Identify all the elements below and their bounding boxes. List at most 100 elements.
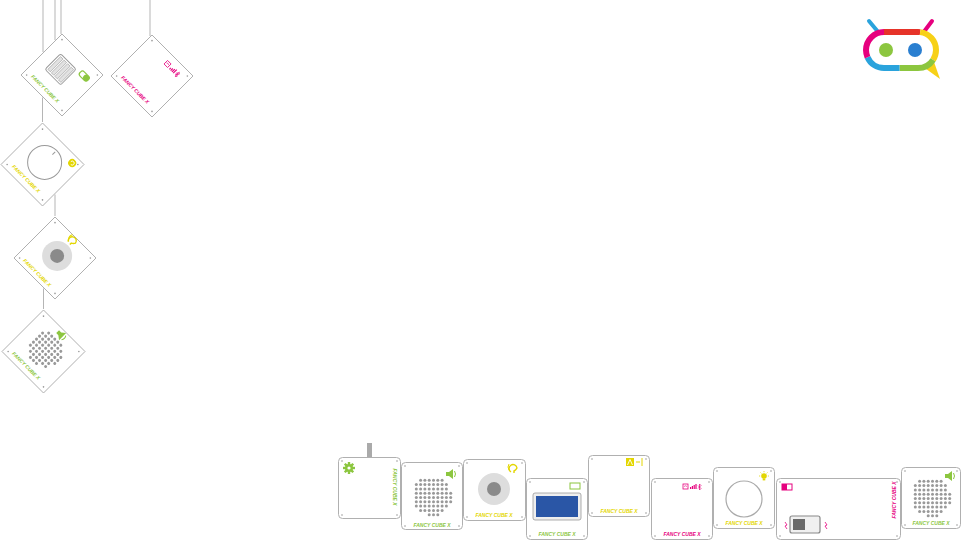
cube-outline xyxy=(402,463,463,530)
speaker-hole xyxy=(935,493,938,496)
speaker-hole xyxy=(40,343,44,347)
module-label: FANCY CUBE X xyxy=(600,509,637,514)
speaker-hole xyxy=(423,496,426,499)
cube-face xyxy=(654,481,710,537)
speaker-hole xyxy=(944,497,947,500)
speaker-hole xyxy=(927,510,930,513)
speaker-hole xyxy=(931,488,934,491)
screw-dot xyxy=(583,535,585,537)
speaker-hole xyxy=(415,500,418,503)
sound-wave xyxy=(62,336,67,341)
speaker-hole xyxy=(428,500,431,503)
screw-dot xyxy=(956,470,958,472)
sound-wave xyxy=(455,471,456,477)
screw-dot xyxy=(904,470,906,472)
speaker-hole xyxy=(415,492,418,495)
screw-dot xyxy=(151,40,153,42)
speaker-hole xyxy=(37,358,41,362)
screw-dot xyxy=(654,535,656,537)
speaker-hole xyxy=(44,346,48,350)
screw-dot xyxy=(19,257,21,259)
cube-outline xyxy=(21,34,103,116)
signal-bar xyxy=(173,69,177,73)
ear-wave xyxy=(68,234,73,239)
speaker-hole xyxy=(37,352,41,356)
button-cap xyxy=(47,246,67,266)
speaker-hole xyxy=(931,514,934,517)
speaker-hole xyxy=(922,484,925,487)
speaker-hole xyxy=(931,480,934,483)
speaker-hole xyxy=(419,479,422,482)
module-label: FANCY CUBE X xyxy=(725,521,762,526)
screw-dot xyxy=(716,524,718,526)
bulb-ray xyxy=(764,471,765,472)
cube-face xyxy=(26,39,99,112)
speaker-hole xyxy=(37,346,41,350)
speaker-hole xyxy=(436,487,439,490)
logo-ring xyxy=(866,32,936,68)
led-ring xyxy=(726,481,762,517)
cube-face xyxy=(7,313,82,388)
screw-dot xyxy=(41,199,43,201)
speaker-hole xyxy=(31,358,35,362)
speaker-hole xyxy=(419,509,422,512)
speaker-hole xyxy=(940,488,943,491)
speaker-hole xyxy=(918,501,921,504)
speaker-hole xyxy=(449,500,452,503)
module-box: FANCY CUBE X xyxy=(526,478,588,540)
speaker-hole xyxy=(423,509,426,512)
speaker-hole xyxy=(432,500,435,503)
button-ring xyxy=(478,473,510,505)
module-diamond: FANCY CUBE X xyxy=(110,34,194,118)
screw-dot xyxy=(42,315,44,317)
speaker-hole xyxy=(47,331,51,335)
speaker-hole xyxy=(47,361,51,365)
speaker-hole xyxy=(428,487,431,490)
module-box: FANCY CUBE X xyxy=(588,455,650,517)
speaker-hole xyxy=(419,487,422,490)
speaker-hole xyxy=(34,355,38,359)
speaker-hole xyxy=(47,349,51,353)
screw-dot xyxy=(645,512,647,514)
wifi-arc xyxy=(166,62,169,65)
speaker-hole xyxy=(935,484,938,487)
speaker-hole xyxy=(441,492,444,495)
screw-dot xyxy=(396,514,398,516)
screw-dot xyxy=(956,524,958,526)
speaker-hole xyxy=(47,337,51,341)
speaker-hole xyxy=(50,352,54,356)
logo-eye xyxy=(908,43,922,57)
speaker-hole xyxy=(922,501,925,504)
speaker-hole xyxy=(53,337,57,341)
cube-face xyxy=(404,465,460,527)
speaker-hole xyxy=(428,509,431,512)
switch-body xyxy=(790,516,820,533)
speaker-hole xyxy=(927,501,930,504)
speaker-hole xyxy=(34,337,38,341)
screw-dot xyxy=(779,535,781,537)
cube-outline xyxy=(714,468,775,529)
speaker-hole xyxy=(931,493,934,496)
speaker-hole xyxy=(28,355,32,359)
speaker-hole xyxy=(445,483,448,486)
speaker-icon xyxy=(54,328,66,340)
module-box: FANCY CUBE X xyxy=(338,457,401,519)
speaker-hole xyxy=(918,484,921,487)
speaker-hole xyxy=(28,343,32,347)
lcd-frame xyxy=(533,493,581,520)
speaker-hole xyxy=(935,514,938,517)
screw-dot xyxy=(458,465,460,467)
screw-dot xyxy=(186,75,188,77)
lcd-icon xyxy=(570,483,580,489)
speaker-hole xyxy=(50,334,54,338)
speaker-hole xyxy=(931,506,934,509)
screw-dot xyxy=(896,535,898,537)
wifi-box xyxy=(683,484,688,489)
battery-level xyxy=(82,74,90,82)
speaker-hole xyxy=(441,505,444,508)
module-diamond: FANCY CUBE X xyxy=(13,216,97,300)
speaker-hole xyxy=(436,496,439,499)
screw-dot xyxy=(529,535,531,537)
lcd-screen xyxy=(536,496,578,517)
speaker-hole xyxy=(428,479,431,482)
